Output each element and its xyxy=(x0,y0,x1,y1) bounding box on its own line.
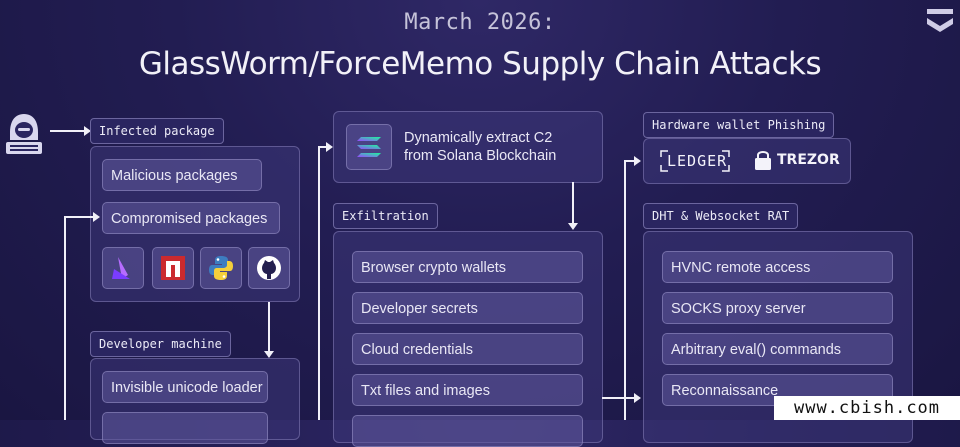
arrow-line xyxy=(624,160,636,162)
npm-icon xyxy=(152,247,194,289)
ledger-bracket-icon xyxy=(660,150,730,172)
compromised-packages-item: Compromised packages xyxy=(102,202,280,234)
ledger-text: LEDGER xyxy=(667,152,728,170)
rat-label: DHT & Websocket RAT xyxy=(643,203,799,229)
arrow-line xyxy=(64,216,94,218)
arrow-line xyxy=(318,146,328,148)
developer-machine-label: Developer machine xyxy=(90,331,231,357)
infected-package-label: Infected package xyxy=(90,118,224,144)
arrow-head xyxy=(84,126,91,136)
python-icon xyxy=(200,247,242,289)
c2-text-line2: from Solana Blockchain xyxy=(404,148,557,164)
hacker-icon xyxy=(6,114,42,154)
browser-crypto-wallets-item: Browser crypto wallets xyxy=(352,251,583,283)
developer-secrets-item: Developer secrets xyxy=(352,292,583,324)
malicious-packages-item: Malicious packages xyxy=(102,159,262,191)
arweave-icon xyxy=(102,247,144,289)
arrow-head xyxy=(634,156,641,166)
eval-commands-item: Arbitrary eval() commands xyxy=(662,333,893,365)
trezor-lock-icon xyxy=(755,151,771,170)
arrow-line xyxy=(624,160,626,420)
invisible-unicode-loader-item: Invisible unicode loader xyxy=(102,371,268,403)
watermark-text: www.cbish.com xyxy=(793,398,941,418)
exfiltration-label: Exfiltration xyxy=(333,203,438,229)
cloud-credentials-item: Cloud credentials xyxy=(352,333,583,365)
diagram-title: GlassWorm/ForceMemo Supply Chain Attacks xyxy=(138,46,822,82)
arrow-line xyxy=(50,130,86,132)
arrow-head xyxy=(264,351,274,358)
github-icon xyxy=(248,247,290,289)
developer-machine-item xyxy=(102,412,268,444)
socks-proxy-item: SOCKS proxy server xyxy=(662,292,893,324)
diagram-subtitle: March 2026: xyxy=(404,10,556,35)
trezor-text: TREZOR xyxy=(777,152,840,168)
arrow-line xyxy=(572,182,574,224)
arrow-head xyxy=(634,393,641,403)
arrow-line xyxy=(268,302,270,352)
hardware-wallet-label: Hardware wallet Phishing xyxy=(643,112,835,138)
arrow-line xyxy=(602,397,636,399)
txt-files-images-item: Txt files and images xyxy=(352,374,583,406)
arrow-head xyxy=(568,223,578,230)
hvnc-item: HVNC remote access xyxy=(662,251,893,283)
arrow-line xyxy=(318,146,320,420)
hardware-wallet-panel xyxy=(643,138,851,184)
brand-logo-icon xyxy=(927,9,953,32)
arrow-head xyxy=(326,142,333,152)
solana-icon xyxy=(346,124,392,170)
arrow-head xyxy=(93,212,100,222)
watermark-box: www.cbish.com xyxy=(774,396,960,420)
c2-text: Dynamically extract C2 from Solana Block… xyxy=(404,129,556,165)
arrow-line xyxy=(64,216,66,420)
c2-text-line1: Dynamically extract C2 xyxy=(404,130,553,146)
